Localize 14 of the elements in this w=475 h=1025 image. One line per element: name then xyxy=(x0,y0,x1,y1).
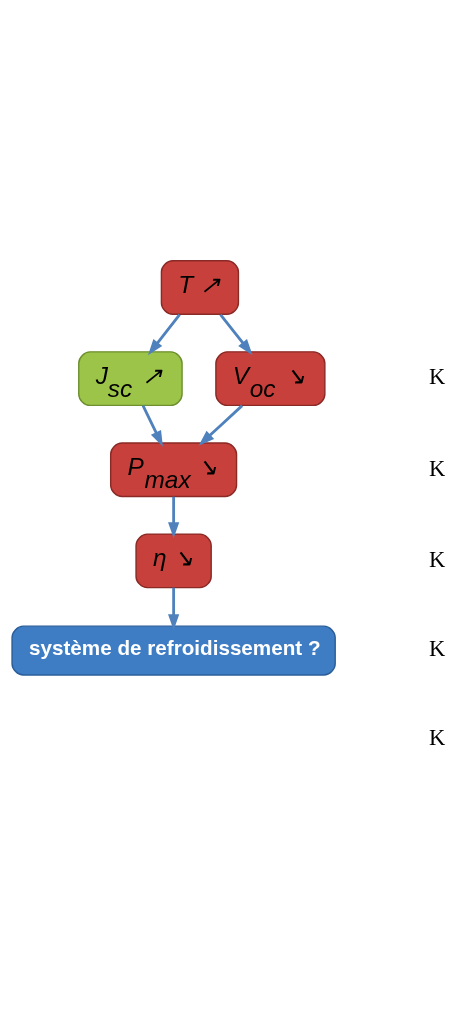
label: K xyxy=(429,636,446,662)
label: K xyxy=(429,724,446,750)
node-box: η ↘ xyxy=(135,533,212,589)
arrow xyxy=(168,587,180,631)
arrow xyxy=(148,313,181,356)
arrow xyxy=(219,313,253,356)
arrow xyxy=(198,404,244,446)
node-box: T ↗ xyxy=(160,260,240,315)
arrow xyxy=(168,496,180,539)
node-box: système de refroidissement ? xyxy=(11,625,336,676)
label: K xyxy=(429,364,446,390)
arrow xyxy=(141,405,163,447)
label: K xyxy=(429,455,446,481)
label: K xyxy=(429,546,446,572)
